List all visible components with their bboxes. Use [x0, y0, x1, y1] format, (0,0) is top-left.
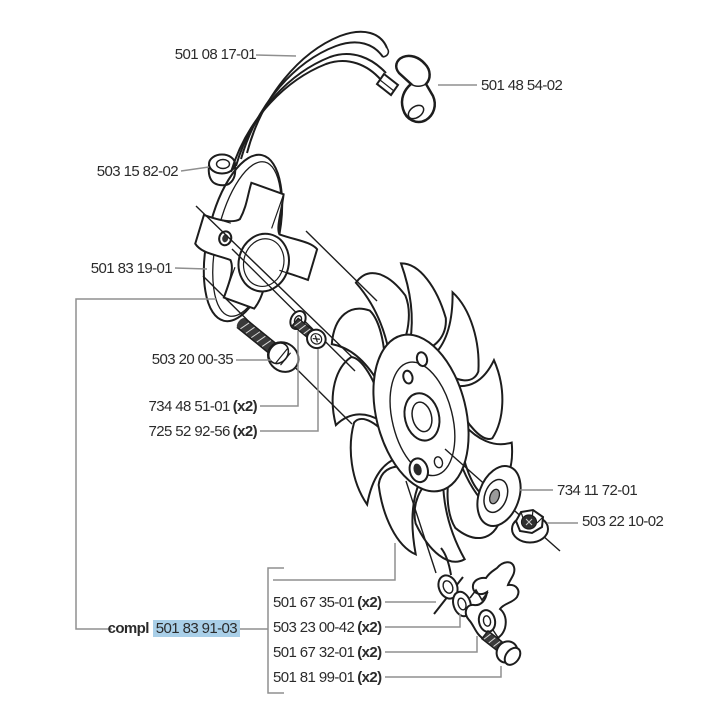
pawl-screw-drawing [480, 629, 522, 666]
flange-bolt-drawing [236, 317, 300, 373]
cup-washer-drawing [476, 465, 522, 527]
part-label-pawl-screw: 501 81 99-01(x2) [273, 669, 382, 686]
part-label-ignition-lead: 501 08 17-01 [174, 46, 257, 63]
starter-pawl-drawing [464, 561, 520, 643]
assembly-bracket-list [267, 567, 284, 694]
ignition-lead-drawing [230, 30, 400, 173]
spark-plug-boot-drawing [394, 54, 436, 124]
part-label-spark-plug-boot: 501 48 54-02 [481, 77, 563, 94]
part-label-small-screw: 725 52 92-56(x2) [148, 423, 258, 440]
part-label-flange-bolt: 503 20 00-35 [151, 351, 234, 368]
part-label-pawl-washer: 503 23 00-42(x2) [273, 619, 382, 636]
ignition-module-drawing [194, 153, 319, 323]
part-label-flange-nut: 503 22 10-02 [582, 513, 664, 530]
part-label-grommet: 503 15 82-02 [96, 163, 179, 180]
grommet-drawing [207, 153, 237, 187]
part-label-cup-washer: 734 11 72-01 [557, 482, 638, 499]
part-label-small-washer: 734 48 51-01(x2) [148, 398, 258, 415]
part-label-ignition-module: 501 83 19-01 [90, 260, 173, 277]
small-screw-drawing [291, 317, 327, 350]
pawl-spring-drawing [433, 547, 464, 615]
flywheel-drawing [317, 247, 522, 582]
leader-lines [75, 54, 578, 694]
part-label-pawl-spring: 501 67 35-01(x2) [273, 594, 382, 611]
assembly-label-prefix: compl [107, 620, 150, 637]
assembly-bracket-left [75, 298, 216, 630]
flange-nut-drawing [511, 508, 549, 544]
assembly-part-number-highlighted[interactable]: 501 83 91-03 [152, 620, 240, 637]
part-label-starter-pawl: 501 67 32-01(x2) [273, 644, 382, 661]
